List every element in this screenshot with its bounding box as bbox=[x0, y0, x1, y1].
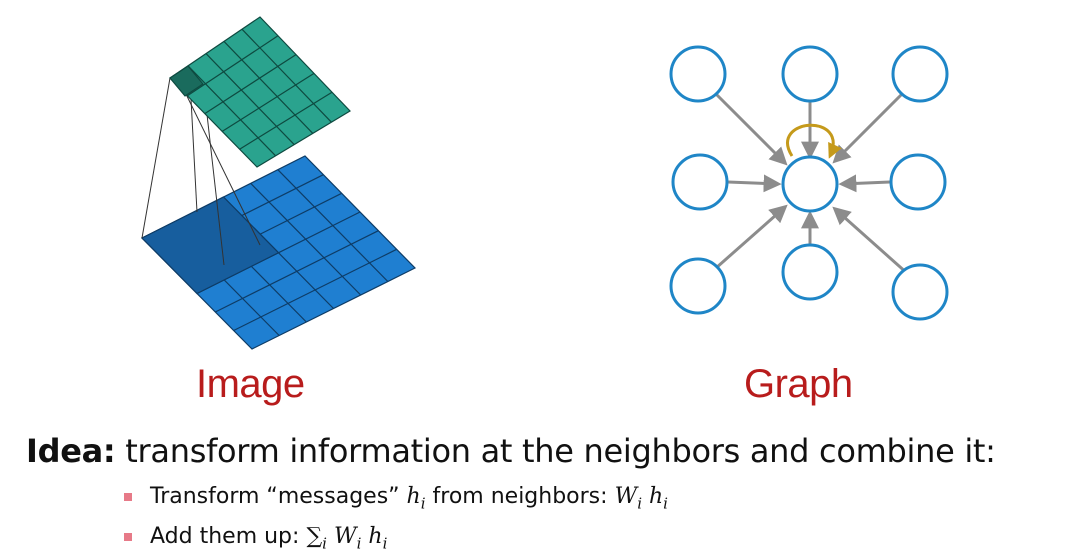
receptive-field-patch bbox=[140, 196, 280, 295]
bullet-marker bbox=[124, 533, 132, 541]
bullet-text: Transform “messages” bbox=[150, 484, 407, 509]
node-bottom-right bbox=[891, 263, 949, 321]
edge-right bbox=[838, 174, 891, 193]
math-w-i-h-i: Wi hi bbox=[614, 484, 668, 513]
edge-bottom-left bbox=[715, 204, 788, 270]
node-top-right bbox=[891, 45, 949, 103]
node-center bbox=[781, 155, 839, 213]
edge-bottom-right bbox=[832, 206, 909, 276]
idea-text: transform information at the neighbors a… bbox=[125, 432, 996, 470]
node-bottom-left bbox=[669, 257, 727, 315]
input-grid bbox=[140, 155, 417, 350]
output-cell bbox=[169, 65, 204, 97]
graph-illustration bbox=[669, 45, 949, 321]
caption-image: Image bbox=[196, 362, 305, 406]
edge-top-right bbox=[832, 92, 904, 164]
edge-top-left bbox=[714, 92, 788, 166]
node-top-left bbox=[669, 45, 727, 103]
caption-graph: Graph bbox=[744, 362, 853, 406]
node-left bbox=[671, 153, 729, 211]
diagram-figure bbox=[140, 16, 949, 350]
math-sum-w-i-h-i: ∑i Wi hi bbox=[306, 524, 388, 553]
output-grid bbox=[169, 16, 351, 168]
node-right bbox=[889, 153, 947, 211]
node-top bbox=[781, 45, 839, 103]
graph-nodes bbox=[669, 45, 949, 321]
self-loop bbox=[786, 123, 842, 159]
idea-statement: Idea: transform information at the neigh… bbox=[26, 432, 996, 470]
convolution-image-illustration bbox=[140, 16, 417, 350]
idea-label: Idea: bbox=[26, 432, 116, 470]
graph-edges bbox=[714, 92, 909, 276]
math-h-i: hi bbox=[406, 484, 426, 513]
bullet-marker bbox=[124, 493, 132, 501]
node-bottom bbox=[781, 243, 839, 301]
bullet-text-middle: from neighbors: bbox=[425, 484, 615, 509]
bullet-text: Add them up: bbox=[150, 524, 307, 549]
edge-left bbox=[727, 174, 782, 193]
